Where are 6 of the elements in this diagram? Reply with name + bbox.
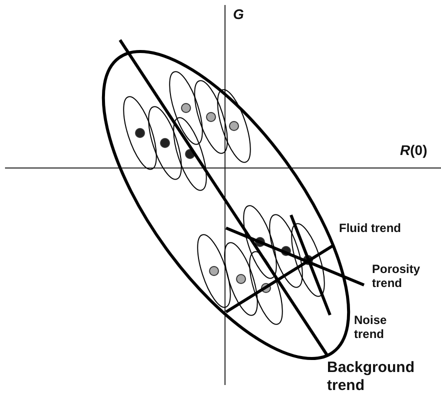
trend-label: Noise trend: [354, 313, 388, 341]
trend-label: Fluid trend: [339, 221, 402, 235]
axis-label: G: [233, 6, 245, 23]
trend-label: Porosity trend: [372, 262, 422, 290]
axis-label: R(0): [400, 142, 428, 159]
trend-label: Background trend: [327, 359, 416, 395]
